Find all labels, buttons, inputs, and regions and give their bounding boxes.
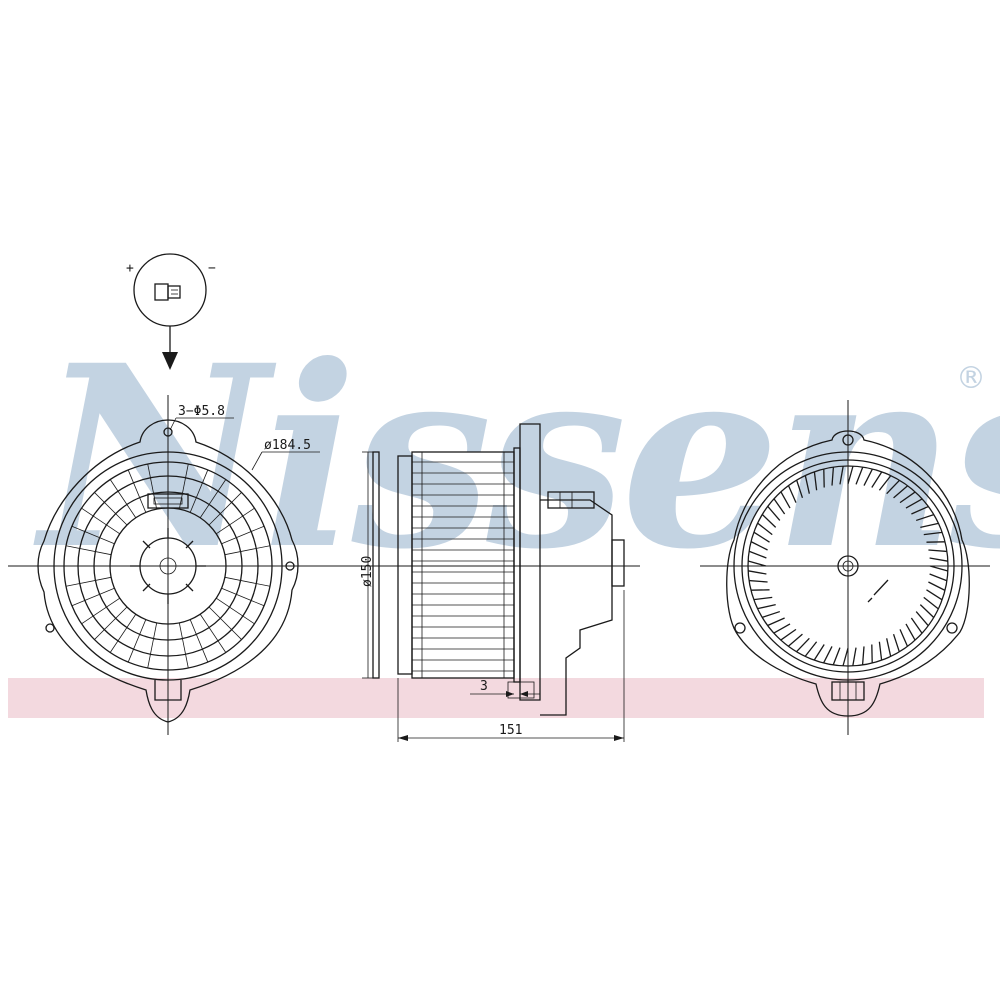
registered-mark: ® [956,361,986,396]
housing-outline [37,419,299,723]
dim-outer-diameter-label: ø184.5 [264,438,311,453]
rear-view [700,400,990,735]
rear-fan-blades [747,465,949,667]
rear-connector-tab [831,681,865,701]
rear-mount-left [734,622,746,634]
connector-plus-label: + [126,261,134,276]
mount-hole-left [45,623,55,633]
connector-detail: + − [126,253,216,370]
rear-mount-top [842,434,854,446]
motor-end-cap [611,539,625,587]
fan-blades [412,452,514,678]
connector-plug-icon [154,283,181,301]
brand-watermark: Nissens [33,310,1000,604]
mount-hole-right [285,561,295,571]
dim-length-label: 151 [499,723,522,738]
connector-minus-label: − [208,261,216,276]
rear-mount-right [946,622,958,634]
dim-fan-diameter-label: ø150 [360,556,375,587]
dim-flange-label: 3 [480,679,488,694]
side-connector [547,491,595,509]
rear-housing-outline [726,430,970,717]
brand-band [8,678,984,718]
front-view: 3−Φ5.8 ø184.5 [8,395,330,735]
dim-holes-label: 3−Φ5.8 [178,404,225,419]
mount-hole-top [163,427,173,437]
shaft-hub [837,555,859,577]
side-view: ø150 151 3 [330,423,640,742]
housing-ribs [64,462,272,670]
arrow-down-icon [162,352,178,370]
motor-body [540,499,613,716]
mount-flange [519,423,541,701]
